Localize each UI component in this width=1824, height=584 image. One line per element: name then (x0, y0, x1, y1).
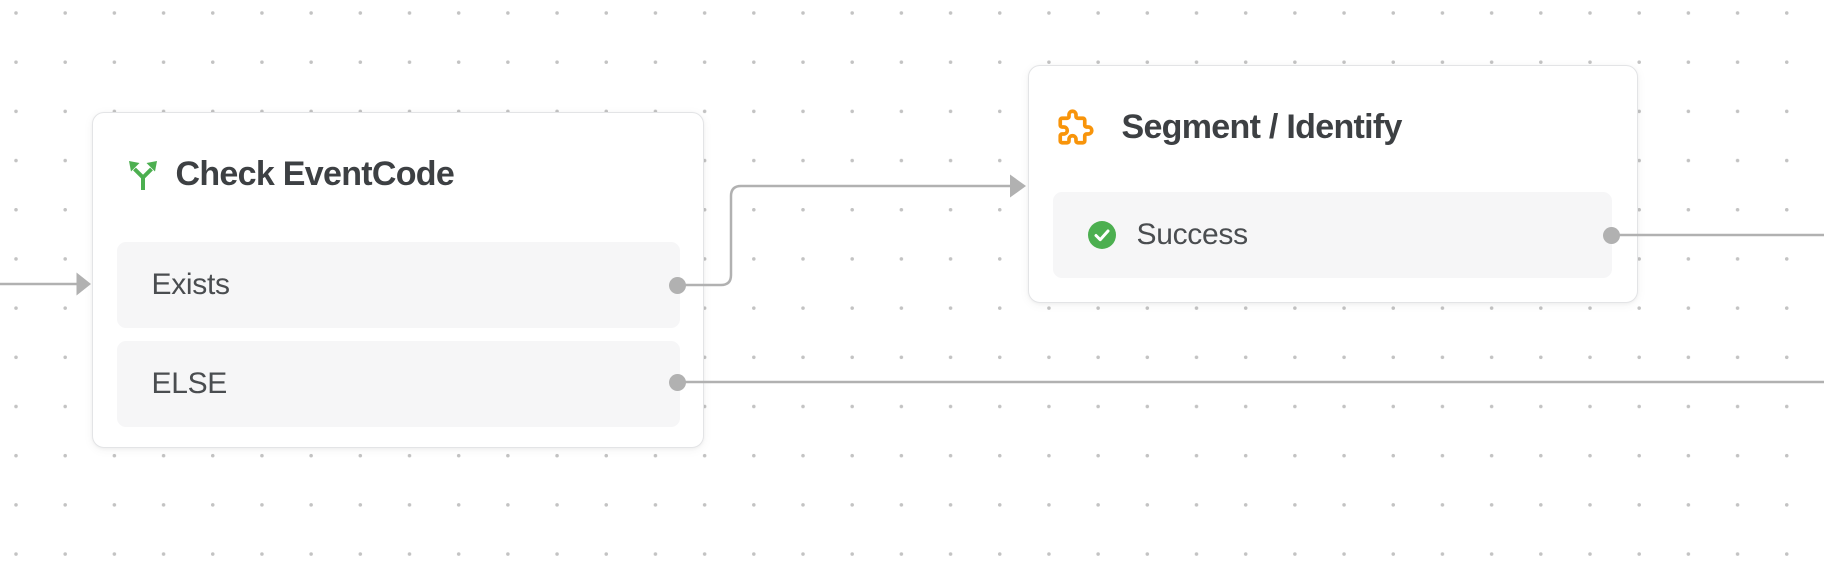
node-header: Segment / Identify (1053, 66, 1402, 188)
output-row-label: Success (1136, 217, 1249, 251)
output-handle-else[interactable] (668, 373, 686, 391)
output-handle-exists[interactable] (668, 276, 686, 294)
branch-split-icon (125, 157, 161, 191)
edge-arrowhead (76, 272, 91, 296)
branch-row-label: Exists (151, 267, 231, 301)
output-handle-success[interactable] (1602, 226, 1620, 244)
edge-arrowhead (1010, 174, 1026, 198)
branch-row-exists[interactable]: Exists (116, 241, 680, 328)
edge-exists-to-segment[interactable] (677, 184, 1010, 287)
branch-row-else[interactable]: ELSE (116, 340, 680, 427)
puzzle-icon (1053, 106, 1099, 148)
node-segment-identify[interactable]: Segment / Identify Success (1028, 65, 1638, 303)
check-circle-icon (1087, 220, 1116, 249)
branch-row-label: ELSE (151, 366, 228, 400)
node-title: Check EventCode (175, 154, 455, 193)
output-row-success[interactable]: Success (1052, 191, 1612, 278)
node-check-eventcode[interactable]: Check EventCode Exists ELSE (92, 112, 704, 448)
node-title: Segment / Identify (1121, 107, 1403, 146)
node-header: Check EventCode (125, 113, 455, 235)
